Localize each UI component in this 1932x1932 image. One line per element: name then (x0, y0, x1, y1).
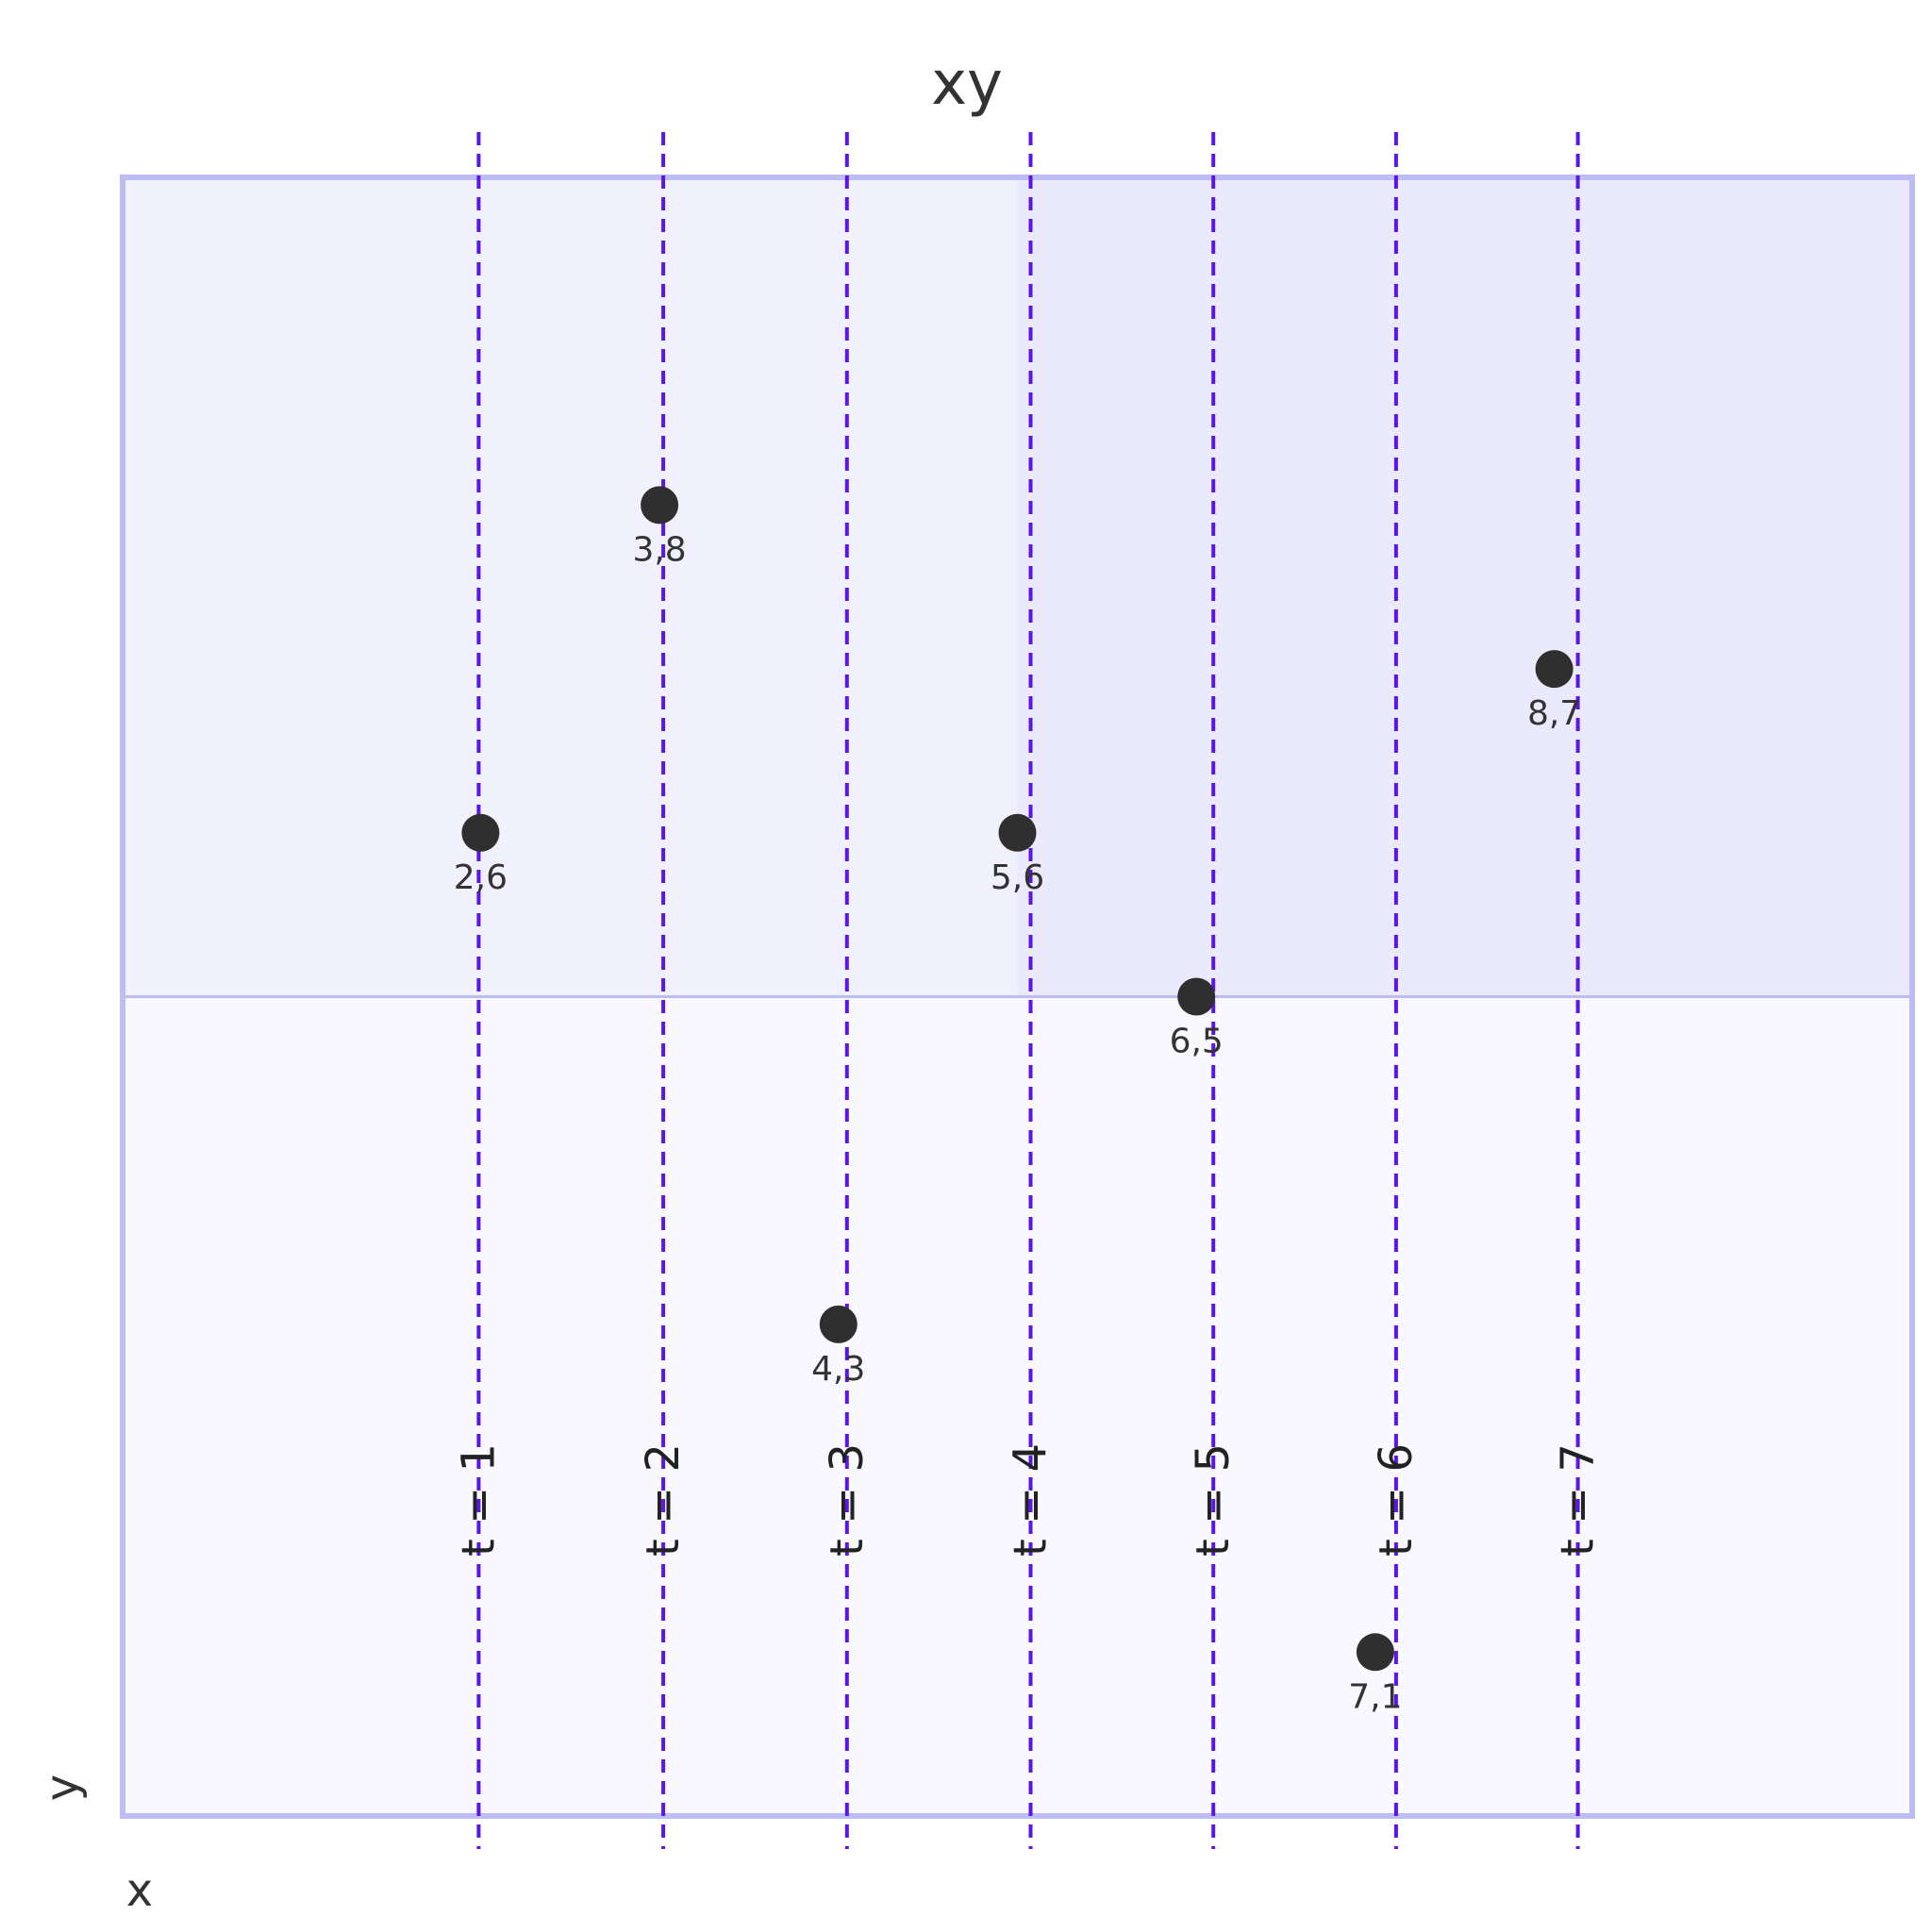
time-marker-label: t = 2 (637, 1443, 690, 1557)
quadrant-bottom (123, 996, 1912, 1816)
time-marker-label: t = 4 (1005, 1443, 1058, 1557)
data-point-label: 4,3 (811, 1350, 865, 1389)
time-marker-label: t = 1 (452, 1443, 505, 1557)
time-marker-lines (476, 132, 1580, 1849)
data-point (1535, 650, 1574, 689)
data-point (1356, 1633, 1394, 1672)
time-marker-label: t = 5 (1187, 1443, 1240, 1557)
data-point-label: 3,8 (632, 530, 686, 569)
chart-title: xy (931, 49, 1003, 119)
data-point-labels: 2,6 3,8 4,3 5,6 6,5 7,1 8,7 (454, 530, 1581, 1716)
data-point-label: 8,7 (1527, 694, 1581, 733)
data-point-label: 2,6 (454, 858, 508, 897)
data-points (461, 486, 1574, 1672)
data-point (641, 486, 679, 525)
data-point-label: 5,6 (991, 858, 1044, 897)
time-marker-label: t = 7 (1552, 1443, 1605, 1557)
data-point (819, 1305, 858, 1343)
quadrant-backgrounds (123, 177, 1912, 1816)
quadrant-top-right (1017, 177, 1912, 997)
time-marker-labels: t = 1 t = 2 t = 3 t = 4 t = 5 t = 6 t = 7 (452, 1443, 1605, 1557)
time-marker-label: t = 6 (1370, 1443, 1423, 1557)
x-axis-label: x (126, 1864, 153, 1917)
quadrant-top-left (123, 177, 1018, 997)
data-point-label: 7,1 (1348, 1677, 1402, 1716)
data-point (461, 813, 500, 852)
data-point (1177, 977, 1216, 1016)
data-point-label: 6,5 (1170, 1023, 1224, 1061)
y-axis-label: y (36, 1774, 89, 1801)
time-marker-label: t = 3 (821, 1443, 874, 1557)
data-point (998, 813, 1037, 852)
